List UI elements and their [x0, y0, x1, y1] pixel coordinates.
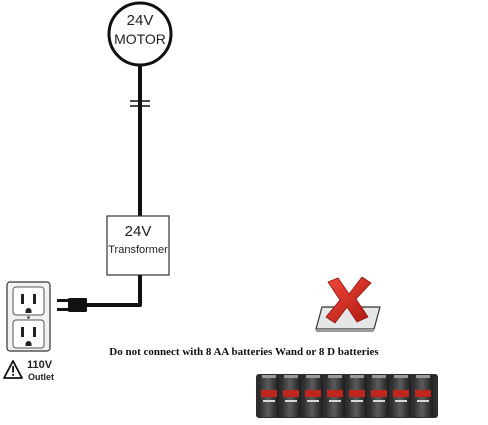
- wall-outlet-icon: [6, 281, 51, 352]
- battery-cell: [413, 375, 433, 417]
- battery-cell: [347, 375, 367, 417]
- outlet-label: Outlet: [28, 372, 54, 382]
- transformer-label: Transformer: [108, 244, 168, 256]
- battery-cell: [369, 375, 389, 417]
- battery-cell: [391, 375, 411, 417]
- plug-icon: [57, 298, 87, 312]
- motor-label: MOTOR: [114, 31, 166, 47]
- battery-warning-text: Do not connect with 8 AA batteries Wand …: [109, 346, 379, 358]
- transformer-voltage-label: 24V: [124, 223, 152, 240]
- battery-cell: [325, 375, 345, 417]
- battery-cell: [303, 375, 323, 417]
- battery-cell: [259, 375, 279, 417]
- x-mark-icon: [315, 276, 381, 332]
- motor-voltage-label: 24V: [126, 12, 154, 29]
- warning-triangle-icon: [3, 360, 23, 379]
- outlet-voltage-label: 110V: [27, 359, 53, 371]
- battery-pack-icon: [256, 374, 438, 418]
- battery-cell: [281, 375, 301, 417]
- power-cord: [86, 275, 142, 307]
